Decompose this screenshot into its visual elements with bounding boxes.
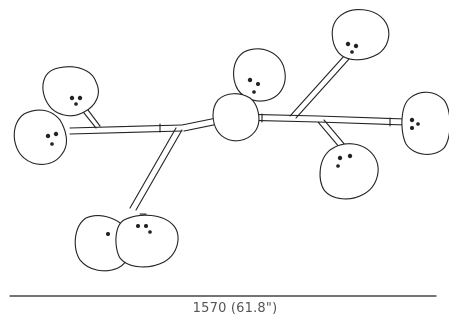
globe-center — [212, 93, 260, 142]
globe-upper-mid — [233, 48, 286, 102]
dimension-label: 1570 (61.8") — [192, 301, 278, 316]
globe-left — [13, 109, 68, 165]
globe-upper-left — [42, 66, 99, 117]
globe-top-right — [331, 9, 390, 61]
globe-shades — [13, 9, 449, 272]
globe-right — [401, 91, 449, 155]
globe-lower-right — [319, 143, 379, 200]
bulb-sockets — [45, 41, 420, 236]
globe-bottom-front — [115, 214, 179, 268]
